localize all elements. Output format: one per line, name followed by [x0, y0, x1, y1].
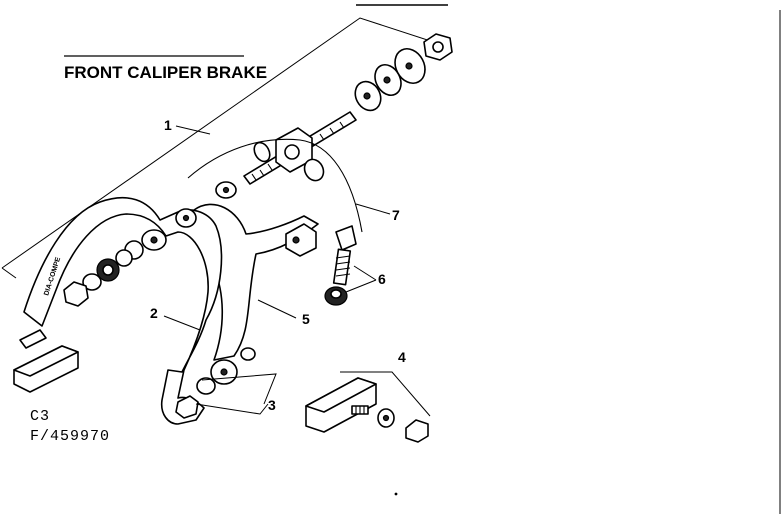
assembly-1-bracket	[1, 17, 453, 269]
caliper-arm-front	[23, 196, 223, 425]
spacer-washer-large	[394, 48, 426, 84]
callout-5: 5	[302, 311, 310, 327]
callout-6: 6	[378, 271, 386, 287]
adjuster-nut	[324, 286, 348, 306]
callout-7: 7	[392, 207, 400, 223]
acorn-nut-top	[423, 33, 453, 61]
shoe-hardware-left	[63, 240, 144, 307]
part-number: F/459970	[30, 428, 110, 445]
arm-washer-top	[215, 181, 237, 199]
adjuster-bolt	[332, 225, 357, 286]
shoe-hardware-right	[351, 405, 429, 443]
cable-spring	[187, 138, 363, 233]
brake-shoe-right	[305, 377, 377, 433]
assembly-1-bracket-left	[1, 267, 17, 279]
stray-mark	[394, 492, 398, 496]
pivot-washers	[253, 141, 325, 182]
callout-3: 3	[268, 397, 276, 413]
diagram-title: FRONT CALIPER BRAKE	[64, 63, 267, 82]
callout-1: 1	[164, 117, 172, 133]
arm-pivot-washers	[141, 208, 197, 251]
leader-lines	[163, 125, 431, 417]
model-code: C3	[30, 408, 50, 425]
spacer-washer-small	[354, 80, 382, 112]
callout-4: 4	[398, 349, 406, 365]
callout-2: 2	[150, 305, 158, 321]
spacer-washer-mid	[374, 63, 402, 97]
brake-cable-clamp	[285, 223, 317, 257]
brake-shoe-left	[13, 329, 79, 393]
